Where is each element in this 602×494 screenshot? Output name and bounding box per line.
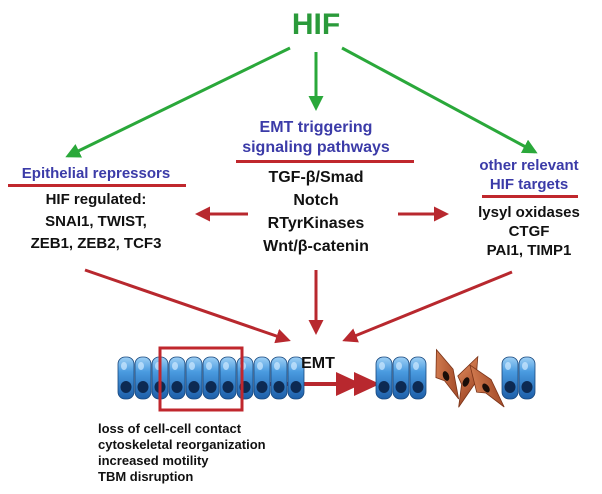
epithelial-cell: [185, 356, 203, 400]
right-heading-line1: other relevant: [479, 157, 579, 174]
epithelial-cell: [270, 356, 288, 400]
epithelial-cell: [134, 356, 152, 400]
epithelial-cell-row: [117, 356, 305, 400]
center-item-rtk: RTyrKinases: [267, 215, 365, 232]
center-item-wnt: Wnt/β-catenin: [263, 238, 369, 255]
center-heading-line1: EMT triggering: [259, 119, 373, 136]
left-item-2: ZEB1, ZEB2, TCF3: [30, 235, 162, 252]
epithelial-cell: [501, 356, 519, 400]
effect-cytoskeletal: cytoskeletal reorganization: [98, 437, 266, 452]
epithelial-cell: [236, 356, 254, 400]
epithelial-cell: [392, 356, 410, 400]
cell-contact-bracket: [158, 346, 244, 412]
effect-loss-contact: loss of cell-cell contact: [98, 421, 242, 436]
epithelial-cell: [409, 356, 427, 400]
effect-motility: increased motility: [98, 453, 209, 468]
left-heading: Epithelial repressors: [21, 165, 171, 182]
mesenchymal-cell: [469, 364, 505, 408]
epithelial-cell: [253, 356, 271, 400]
hif-title: HIF: [291, 8, 341, 41]
right-item-lox: lysyl oxidases: [478, 204, 580, 221]
emt-arrowhead-1: [336, 372, 362, 396]
epithelial-cell: [168, 356, 186, 400]
epithelial-cell: [202, 356, 220, 400]
epithelial-cell: [518, 356, 536, 400]
right-item-pai: PAI1, TIMP1: [486, 242, 572, 259]
left-underline: [8, 184, 186, 187]
green-arrow-right: [341, 46, 538, 154]
right-item-ctgf: CTGF: [508, 223, 550, 240]
emt-label: EMT: [301, 355, 335, 372]
right-heading-line2: HIF targets: [489, 176, 569, 193]
effect-tbm: TBM disruption: [98, 469, 194, 484]
epithelial-cell: [287, 356, 305, 400]
epithelial-cell: [219, 356, 237, 400]
mesenchymal-cell: [435, 348, 460, 400]
center-item-notch: Notch: [293, 192, 339, 209]
red-arrow-left-to-emt: [84, 268, 291, 344]
epithelial-cell: [117, 356, 135, 400]
center-underline: [236, 160, 414, 163]
right-underline: [482, 195, 578, 198]
green-arrow-left: [65, 46, 291, 158]
center-heading-line2: signaling pathways: [242, 139, 390, 156]
epithelial-cell: [375, 356, 393, 400]
emt-arrowhead-2: [354, 372, 380, 396]
mesenchymal-cell-row: [375, 348, 536, 408]
center-item-tgf: TGF-β/Smad: [268, 169, 364, 186]
red-arrow-right-to-emt: [342, 270, 513, 343]
left-item-1: SNAI1, TWIST,: [45, 213, 147, 230]
left-subheading: HIF regulated:: [45, 191, 147, 208]
